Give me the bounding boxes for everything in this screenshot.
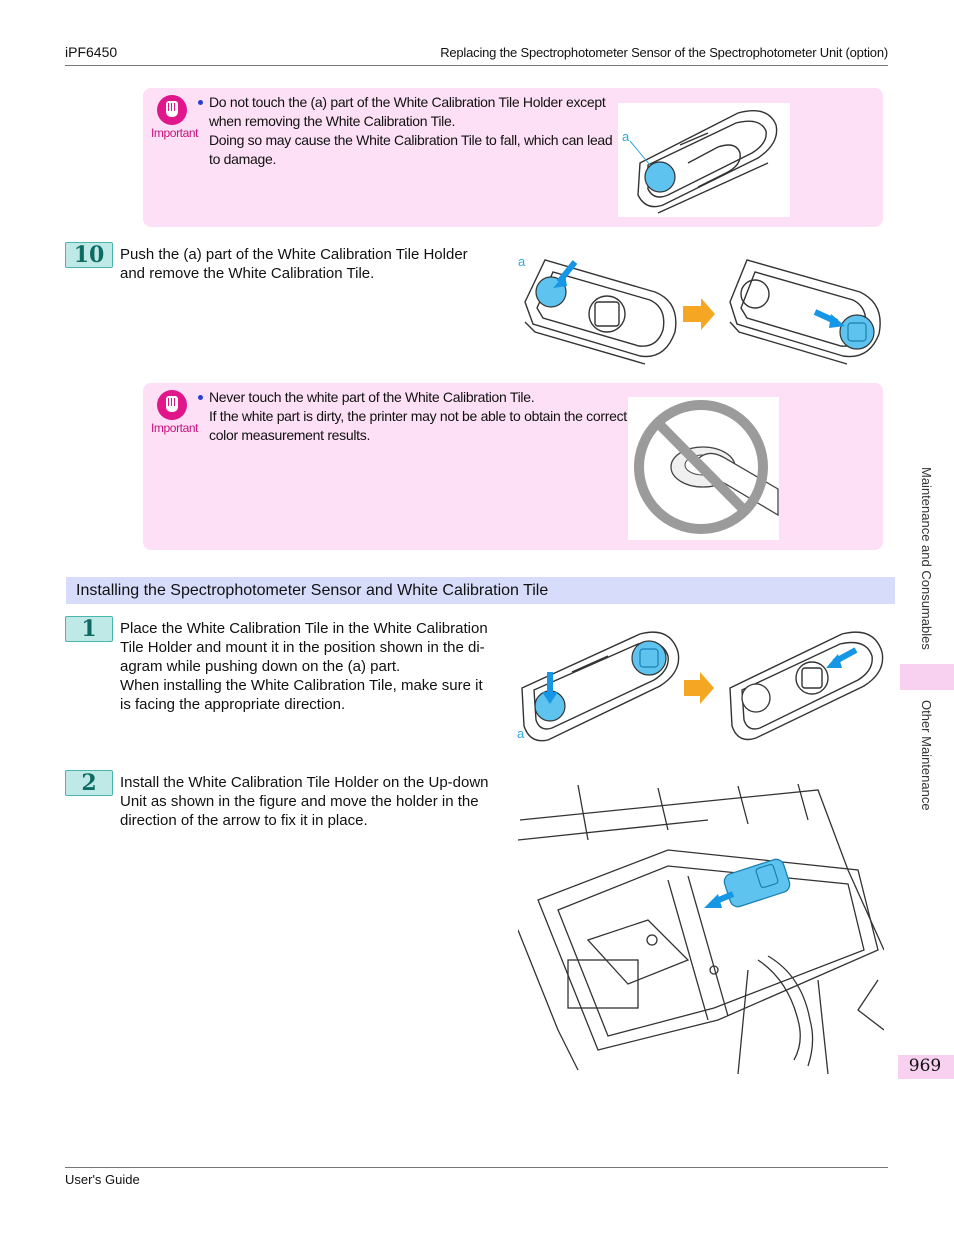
important-hand-icon bbox=[157, 95, 187, 125]
important-line: Never touch the white part of the White … bbox=[209, 389, 535, 405]
step-line: Push the (a) part of the White Calibrati… bbox=[120, 246, 468, 263]
step-line: Install the White Calibration Tile Holde… bbox=[120, 774, 489, 791]
step-number-10: 10 bbox=[65, 242, 113, 268]
step-10-text: Push the (a) part of the White Calibrati… bbox=[120, 245, 500, 283]
step-number-1: 1 bbox=[65, 616, 113, 642]
section-heading: Installing the Spectrophotometer Sensor … bbox=[66, 577, 895, 604]
step-line: and remove the White Calibration Tile. bbox=[120, 265, 375, 282]
important-line: when removing the White Calibration Tile… bbox=[209, 113, 456, 129]
section-title: Installing the Spectrophotometer Sensor … bbox=[76, 582, 549, 599]
important-line: Do not touch the (a) part of the White C… bbox=[209, 94, 606, 110]
bullet-icon bbox=[198, 395, 203, 400]
step-number-2: 2 bbox=[65, 770, 113, 796]
important-line: Doing so may cause the White Calibration… bbox=[209, 132, 613, 148]
arrow-right-icon bbox=[684, 672, 714, 704]
page-number: 969 bbox=[908, 1056, 942, 1076]
step-line: Place the White Calibration Tile in the … bbox=[120, 620, 488, 637]
side-chapter-label[interactable]: Maintenance and Consumables bbox=[919, 467, 934, 650]
step-2-text: Install the White Calibration Tile Holde… bbox=[120, 773, 510, 830]
important-hand-icon bbox=[157, 390, 187, 420]
step-line: is facing the appropriate direction. bbox=[120, 696, 346, 713]
important-note-2: Important Never touch the white part of … bbox=[143, 383, 883, 550]
header-chapter-title: Replacing the Spectrophotometer Sensor o… bbox=[440, 45, 888, 60]
footer-guide-name: User's Guide bbox=[65, 1172, 140, 1187]
tile-holder-figure: a bbox=[618, 103, 790, 217]
important-text: Do not touch the (a) part of the White C… bbox=[209, 93, 619, 169]
page-number-box bbox=[898, 1055, 954, 1079]
do-not-touch-figure bbox=[628, 397, 779, 540]
bullet-icon bbox=[198, 100, 203, 105]
arrow-right-icon bbox=[683, 298, 715, 330]
side-tab-highlight bbox=[900, 664, 954, 690]
remove-tile-figure: a bbox=[518, 254, 881, 365]
step-line: agram while pushing down on the (a) part… bbox=[120, 658, 401, 675]
step-line: direction of the arrow to fix it in plac… bbox=[120, 812, 368, 829]
important-line: color measurement results. bbox=[209, 427, 371, 443]
step-line: When installing the White Calibration Ti… bbox=[120, 677, 483, 694]
figure-label-a: a bbox=[622, 129, 630, 144]
important-line: to damage. bbox=[209, 151, 277, 167]
prohibited-icon bbox=[634, 400, 768, 534]
important-line: If the white part is dirty, the printer … bbox=[209, 408, 627, 424]
important-text: Never touch the white part of the White … bbox=[209, 388, 629, 445]
side-subchapter-label[interactable]: Other Maintenance bbox=[919, 700, 934, 811]
important-label: Important bbox=[151, 126, 199, 140]
place-tile-figure: a bbox=[517, 631, 884, 742]
step-line: Tile Holder and mount it in the position… bbox=[120, 639, 485, 656]
important-label: Important bbox=[151, 421, 199, 435]
figure-label-a: a bbox=[517, 726, 525, 741]
step-line: Unit as shown in the figure and move the… bbox=[120, 793, 479, 810]
header-divider bbox=[65, 65, 888, 66]
install-holder-figure bbox=[518, 783, 884, 1074]
header-model: iPF6450 bbox=[65, 44, 118, 60]
footer-divider bbox=[65, 1167, 888, 1168]
important-note-1: Important Do not touch the (a) part of t… bbox=[143, 88, 883, 227]
step-1-text: Place the White Calibration Tile in the … bbox=[120, 619, 510, 714]
figure-label-a: a bbox=[518, 254, 526, 269]
